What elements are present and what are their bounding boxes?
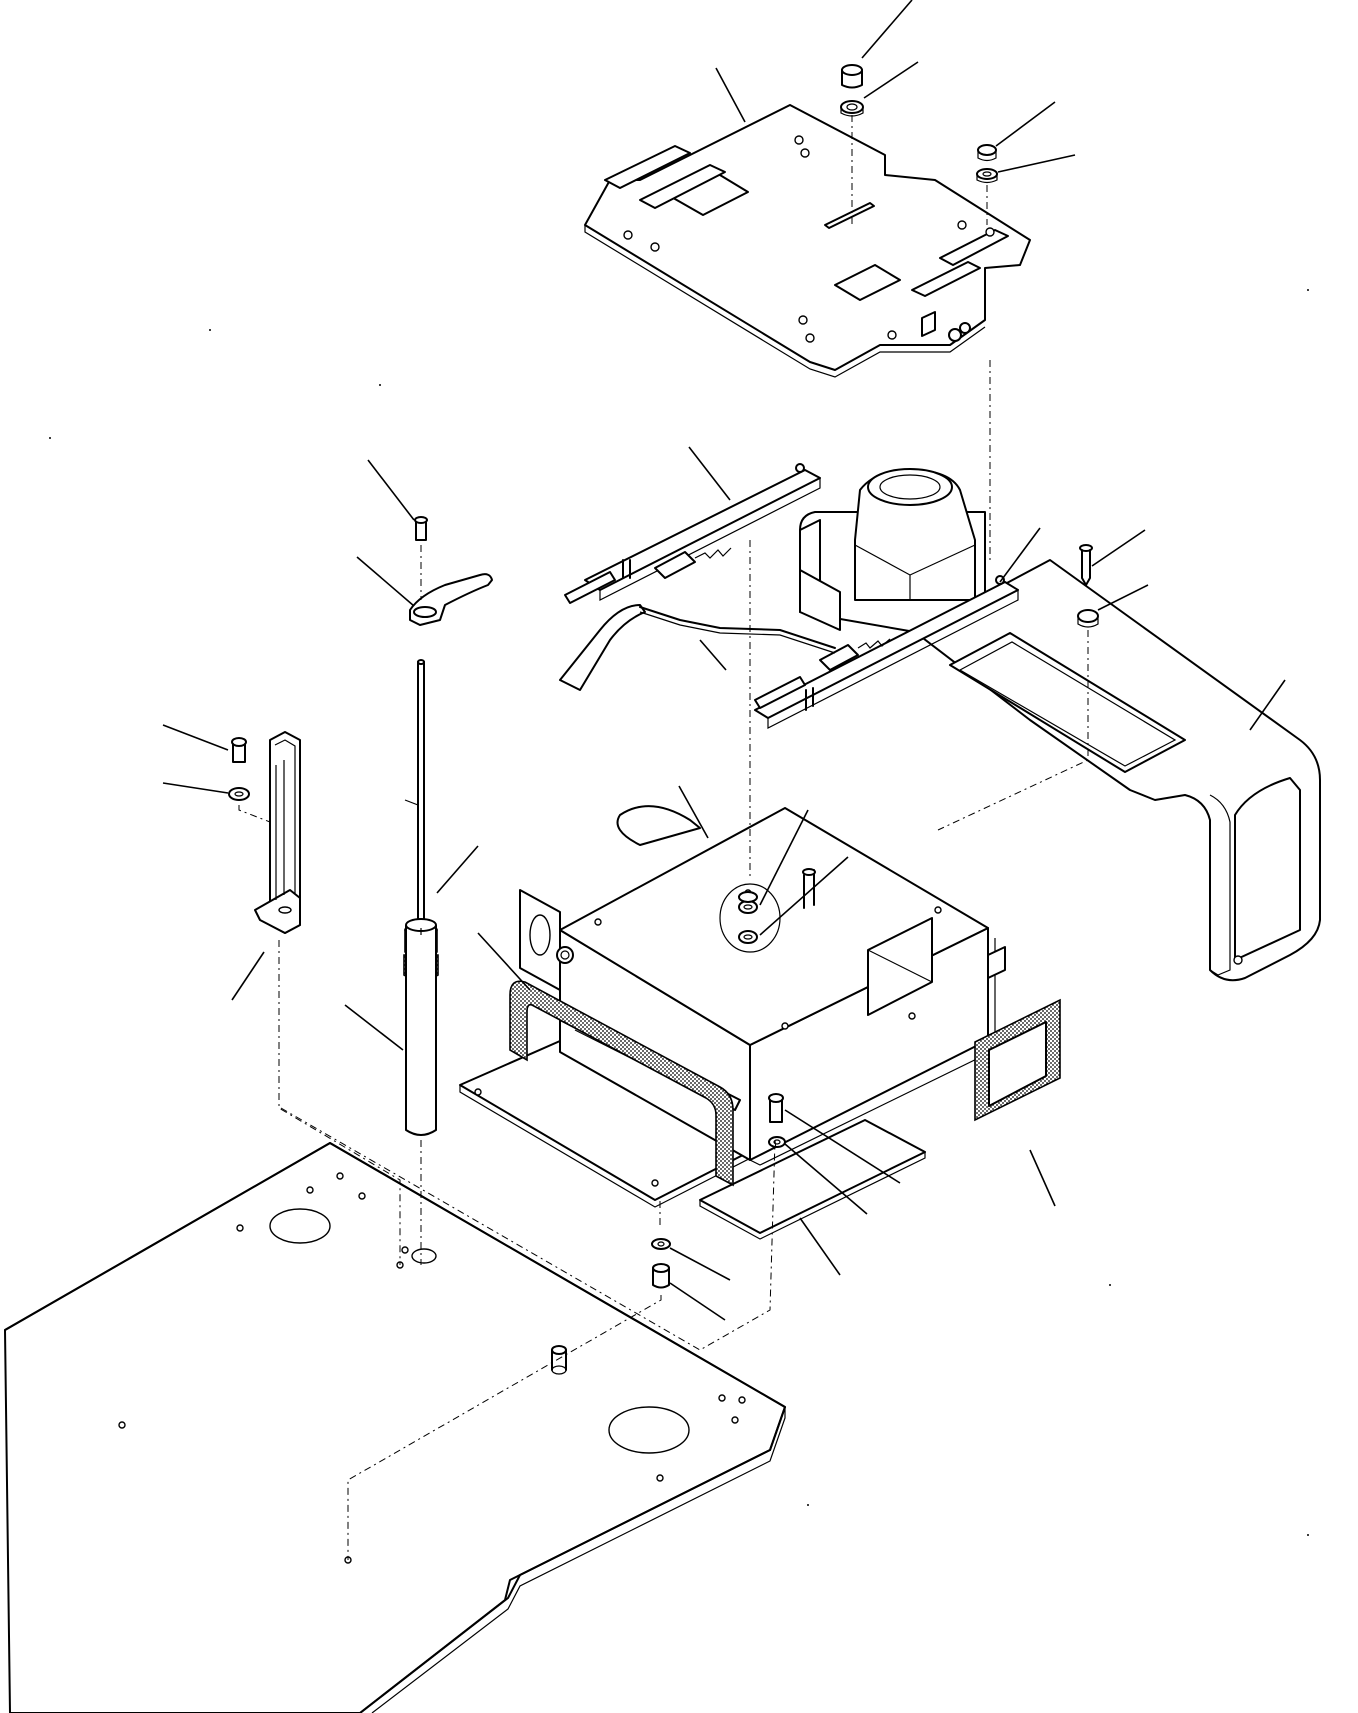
box-bolt-washer <box>768 1093 786 1148</box>
bracket-bolt-washer <box>228 737 250 801</box>
floor-plate <box>4 1142 786 1713</box>
console-base <box>799 468 1321 982</box>
bottom-bolt-washer <box>651 1238 671 1289</box>
knob-lever <box>409 516 493 626</box>
bottom-plate <box>699 1119 926 1240</box>
side-gasket <box>974 998 1061 1122</box>
sealing-gasket <box>509 980 734 1187</box>
center-nuts <box>719 883 781 953</box>
right-nut-washer <box>976 144 998 184</box>
slide-lever-rod <box>559 604 836 691</box>
seat-slide-rail <box>564 463 1019 729</box>
specks <box>49 289 1309 1536</box>
top-nut-washer <box>840 64 864 117</box>
assembly-center-lines <box>238 115 1089 1560</box>
console-bolt-washer <box>1077 544 1099 628</box>
l-bracket <box>254 731 301 934</box>
seat-mount-plate <box>584 104 1031 378</box>
gas-spring <box>403 659 439 1136</box>
callout-leaders <box>162 0 1286 1321</box>
